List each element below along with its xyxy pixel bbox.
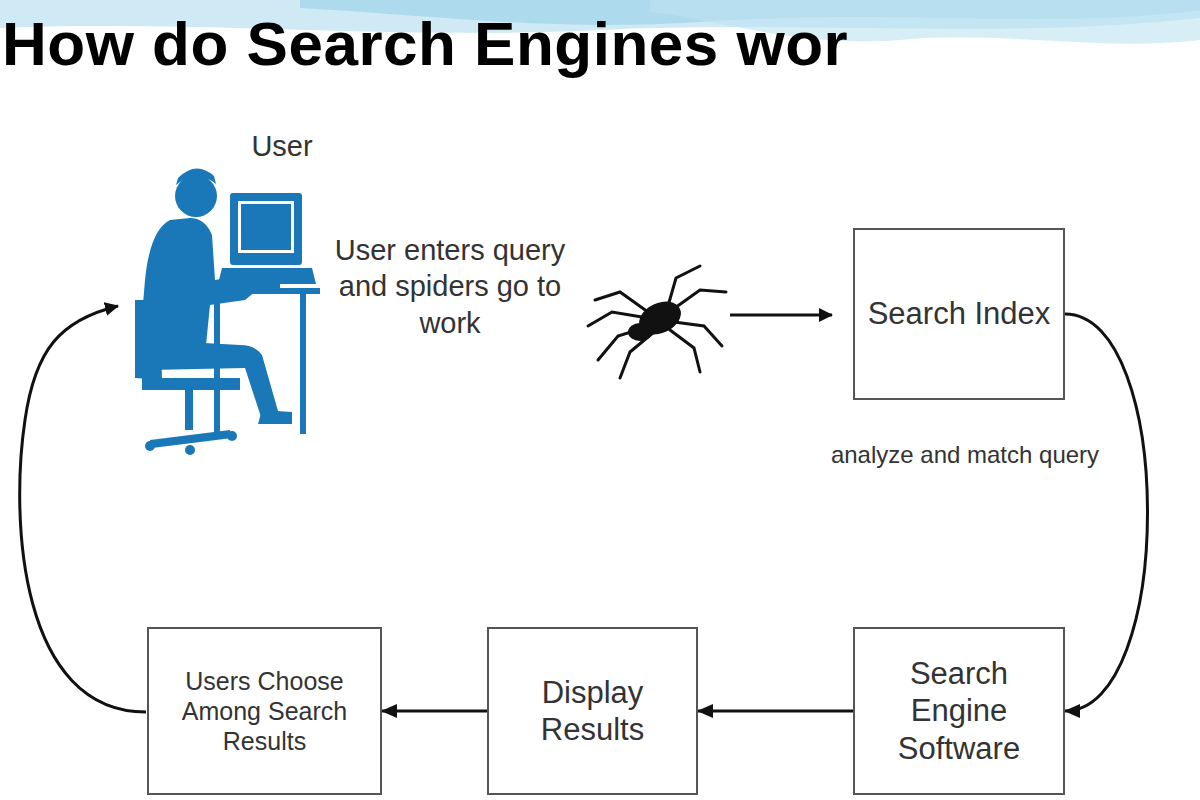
spider-icon [588, 266, 726, 378]
process-box: Search Index [853, 228, 1065, 400]
note-label: User enters query and spiders go to work [330, 232, 570, 341]
flow-arrow [382, 710, 487, 713]
return-arrow [20, 306, 146, 712]
page-title: How do Search Engines wor [2, 8, 848, 79]
box-text: Search Engine Software [865, 655, 1053, 767]
box-text: Search Index [868, 295, 1051, 332]
process-box: Display Results [487, 627, 698, 795]
user-figure [135, 168, 320, 455]
flow-arrow [698, 710, 853, 713]
note-label: User [222, 128, 342, 164]
note-label: analyze and match query [820, 440, 1110, 470]
process-box: Users Choose Among Search Results [147, 627, 382, 795]
box-text: Users Choose Among Search Results [159, 666, 370, 756]
flow-arrow [1065, 314, 1148, 711]
box-text: Display Results [499, 674, 686, 748]
process-box: Search Engine Software [853, 627, 1065, 795]
spider-arrow [730, 314, 832, 317]
